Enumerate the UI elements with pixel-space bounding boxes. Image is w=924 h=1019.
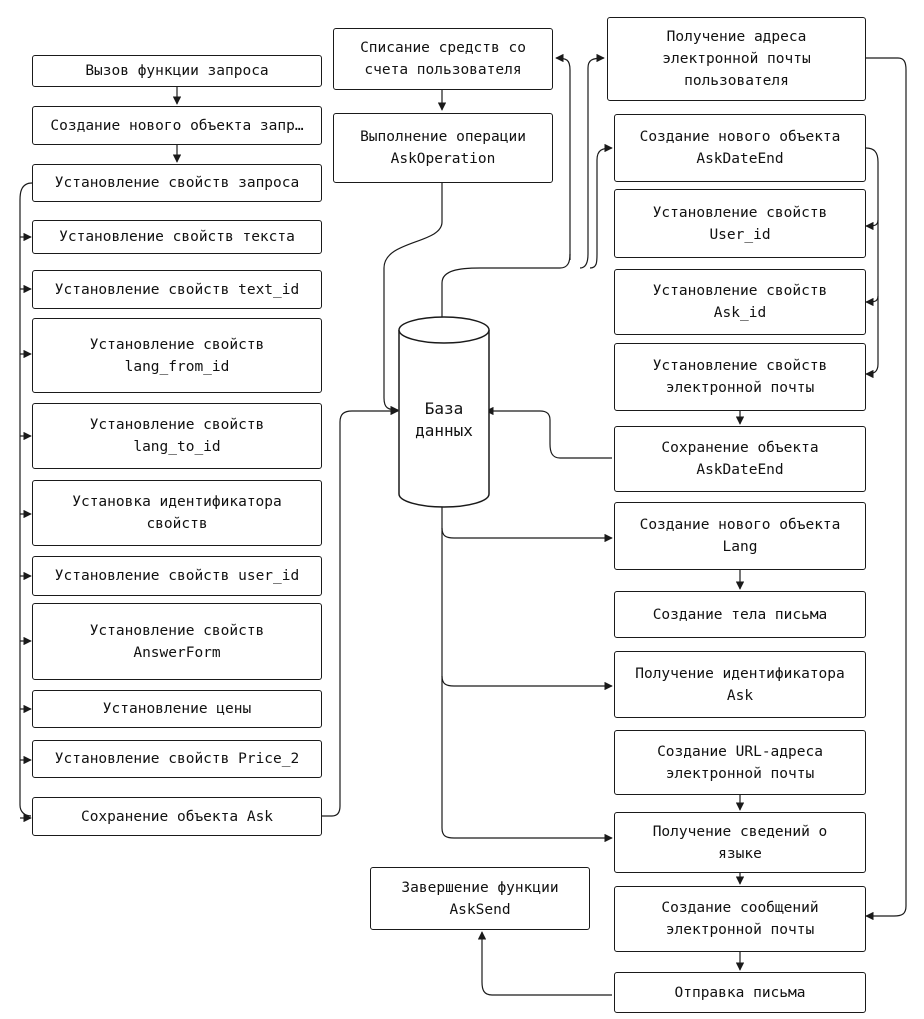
create-ask-date-end-box: Создание нового объекта AskDateEnd [614, 114, 866, 182]
set-email-prop-label: Установление свойств электронной почты [652, 358, 828, 396]
debit-funds-label: Списание средств со счета пользователя [360, 40, 526, 78]
set-price-box: Установление цены [32, 690, 322, 728]
set-user-id-label: Установление свойств user_id [54, 568, 300, 584]
set-lang-from-id-label: Установление свойств lang_from_id [89, 336, 265, 375]
connector-bracket-user-id-prop [865, 219, 879, 231]
create-lang-box: Создание нового объекта Lang [614, 502, 866, 570]
save-ask-box: Сохранение объекта Ask [32, 797, 322, 836]
set-lang-to-id-box: Установление свойств lang_to_id [32, 403, 322, 469]
send-letter-label: Отправка письма [674, 984, 806, 1001]
set-price-2-label: Установление свойств Price_2 [54, 751, 300, 767]
set-props-identifier-box: Установка идентификатора свойств [32, 480, 322, 546]
database-label: База данных [415, 399, 473, 440]
create-letter-body-box: Создание тела письма [614, 591, 866, 638]
set-ask-id-prop-box: Установление свойств Ask_id [614, 269, 866, 335]
set-user-id-prop-box: Установление свойств User_id [614, 189, 866, 258]
set-email-prop-box: Установление свойств электронной почты [614, 343, 866, 411]
finish-ask-send-label: Завершение функции AskSend [401, 879, 559, 918]
create-email-url-box: Создание URL-адреса электронной почты [614, 730, 866, 795]
database-cylinder [398, 316, 490, 508]
create-email-messages-box: Создание сообщений электронной почты [614, 886, 866, 952]
debit-funds-box: Списание средств со счета пользователя [333, 28, 553, 90]
connector-save-ade-to-db [485, 406, 612, 459]
connector-save-ask-to-db [322, 406, 399, 817]
create-ask-date-end-label: Создание нового объекта AskDateEnd [639, 129, 841, 167]
left-bracket-line [19, 182, 33, 817]
set-answer-form-label: Установление свойств AnswerForm [89, 622, 265, 661]
send-letter-box: Отправка письма [614, 972, 866, 1013]
save-ask-date-end-label: Сохранение объекта AskDateEnd [661, 440, 819, 478]
connector-db-to-lang [441, 527, 613, 543]
set-text-id-box: Установление свойств text_id [32, 270, 322, 309]
create-request-object-label: Создание нового объекта запр… [50, 117, 304, 134]
save-ask-label: Сохранение объекта Ask [80, 808, 274, 825]
set-user-id-prop-label: Установление свойств User_id [652, 204, 828, 243]
set-text-id-label: Установление свойств text_id [54, 281, 300, 298]
get-ask-id-label: Получение идентификатора Ask [635, 665, 845, 704]
connector-db-top [441, 253, 571, 318]
right-bracket-line [865, 147, 879, 379]
set-user-id-box: Установление свойств user_id [32, 556, 322, 596]
get-language-info-box: Получение сведений о языке [614, 812, 866, 873]
create-email-messages-label: Создание сообщений электронной почты [661, 900, 819, 938]
connector-db-bottom [441, 506, 613, 843]
connector-send-to-finish [477, 931, 612, 996]
connector-db-to-ask-id [441, 675, 613, 691]
set-props-identifier-label: Установка идентификатора свойств [72, 494, 282, 532]
set-request-props-box: Установление свойств запроса [32, 164, 322, 202]
create-letter-body-label: Создание тела письма [652, 606, 828, 623]
connector-db-to-debit [555, 53, 571, 260]
connector-operation-to-db [383, 183, 443, 415]
get-email-box: Получение адреса электронной почты польз… [607, 17, 866, 101]
set-price-2-box: Установление свойств Price_2 [32, 740, 322, 778]
create-email-url-label: Создание URL-адреса электронной почты [657, 743, 823, 782]
ask-operation-box: Выполнение операции AskOperation [333, 113, 553, 183]
create-lang-label: Создание нового объекта Lang [639, 517, 841, 555]
set-lang-to-id-label: Установление свойств lang_to_id [89, 417, 265, 455]
create-request-object-box: Создание нового объекта запр… [32, 106, 322, 145]
get-ask-id-box: Получение идентификатора Ask [614, 651, 866, 718]
set-ask-id-prop-label: Установление свойств Ask_id [652, 283, 828, 321]
set-price-label: Установление цены [102, 701, 252, 717]
get-email-label: Получение адреса электронной почты польз… [662, 29, 811, 89]
ask-operation-label: Выполнение операции AskOperation [360, 129, 526, 167]
set-answer-form-box: Установление свойств AnswerForm [32, 603, 322, 680]
connector-bracket-ask-id-prop [865, 295, 879, 307]
connector-db-to-ask-date-end [589, 143, 613, 269]
finish-ask-send-box: Завершение функции AskSend [370, 867, 590, 930]
call-function-label: Вызов функции запроса [85, 63, 269, 79]
set-lang-from-id-box: Установление свойств lang_from_id [32, 318, 322, 393]
set-text-props-label: Установление свойств текста [59, 229, 295, 245]
save-ask-date-end-box: Сохранение объекта AskDateEnd [614, 426, 866, 492]
get-language-info-label: Получение сведений о языке [652, 823, 828, 862]
set-text-props-box: Установление свойств текста [32, 220, 322, 254]
connector-email-to-messages [865, 57, 907, 921]
call-function-box: Вызов функции запроса [32, 55, 322, 87]
connector-db-to-email [579, 53, 605, 269]
set-request-props-label: Установление свойств запроса [54, 175, 300, 191]
